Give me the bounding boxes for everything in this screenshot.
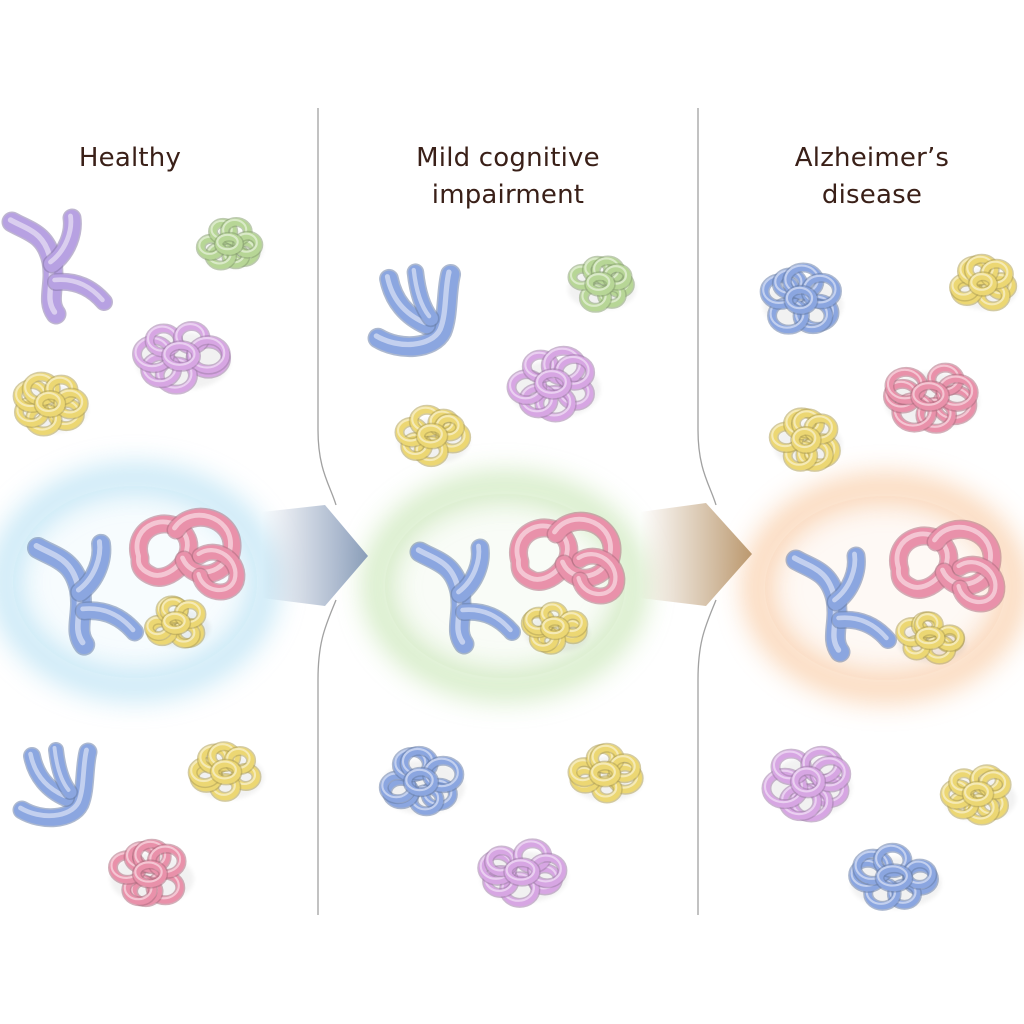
coiled-protein-yellow bbox=[143, 595, 211, 649]
branched-protein-blue bbox=[409, 538, 521, 655]
panel-title-mci: Mild cognitive impairment bbox=[358, 140, 658, 214]
coiled-protein-blue bbox=[759, 262, 843, 335]
panel-title-line: disease bbox=[821, 180, 923, 210]
panel-title-line: Mild cognitive bbox=[416, 143, 600, 173]
coiled-protein-green bbox=[567, 255, 637, 313]
forked-protein-blue bbox=[12, 742, 98, 828]
panel-divider bbox=[697, 108, 717, 915]
coiled-protein-yellow bbox=[520, 601, 590, 655]
coiled-protein-yellow bbox=[949, 253, 1018, 312]
transition-arrows bbox=[262, 503, 752, 606]
arrow-healthy-to-mci bbox=[262, 505, 368, 606]
glow-mci bbox=[364, 473, 646, 699]
branched-protein-blue bbox=[785, 546, 897, 663]
panel-title-healthy: Healthy bbox=[0, 140, 280, 177]
panel-divider bbox=[317, 108, 337, 915]
protein-molecules bbox=[1, 208, 1018, 911]
coiled-protein-yellow bbox=[567, 742, 644, 804]
coiled-protein-green bbox=[195, 217, 264, 271]
panel-dividers bbox=[317, 108, 717, 915]
coiled-protein-yellow bbox=[394, 404, 472, 468]
coiled-protein-lavender bbox=[132, 321, 231, 395]
coiled-protein-yellow bbox=[187, 741, 265, 802]
coiled-protein-pink bbox=[882, 362, 980, 434]
panel-title-line: Alzheimer’s bbox=[794, 143, 950, 173]
coiled-protein-yellow bbox=[895, 611, 967, 665]
arrow-mci-to-alzheimers bbox=[640, 503, 752, 606]
coiled-protein-lavender bbox=[477, 838, 568, 908]
coiled-protein-yellow bbox=[12, 371, 89, 437]
looped-protein-pink bbox=[129, 507, 246, 601]
looped-protein-pink bbox=[889, 519, 1006, 613]
coiled-protein-lavender bbox=[506, 345, 601, 423]
panel-title-alzheimers: Alzheimer’s disease bbox=[722, 140, 1022, 214]
forked-protein-blue bbox=[367, 263, 462, 358]
panel-title-line: Healthy bbox=[78, 143, 182, 173]
branched-protein-purple bbox=[1, 208, 113, 325]
coiled-protein-yellow bbox=[939, 764, 1017, 826]
coiled-protein-blue bbox=[848, 842, 942, 911]
looped-protein-pink bbox=[509, 511, 626, 605]
coiled-protein-yellow bbox=[768, 407, 843, 472]
coiled-protein-pink bbox=[107, 838, 194, 908]
coiled-protein-blue bbox=[378, 745, 465, 817]
panel-title-line: impairment bbox=[431, 180, 585, 210]
branched-protein-blue bbox=[26, 533, 145, 656]
glow-alzheimers bbox=[744, 475, 1024, 701]
coiled-protein-lavender bbox=[761, 745, 852, 823]
